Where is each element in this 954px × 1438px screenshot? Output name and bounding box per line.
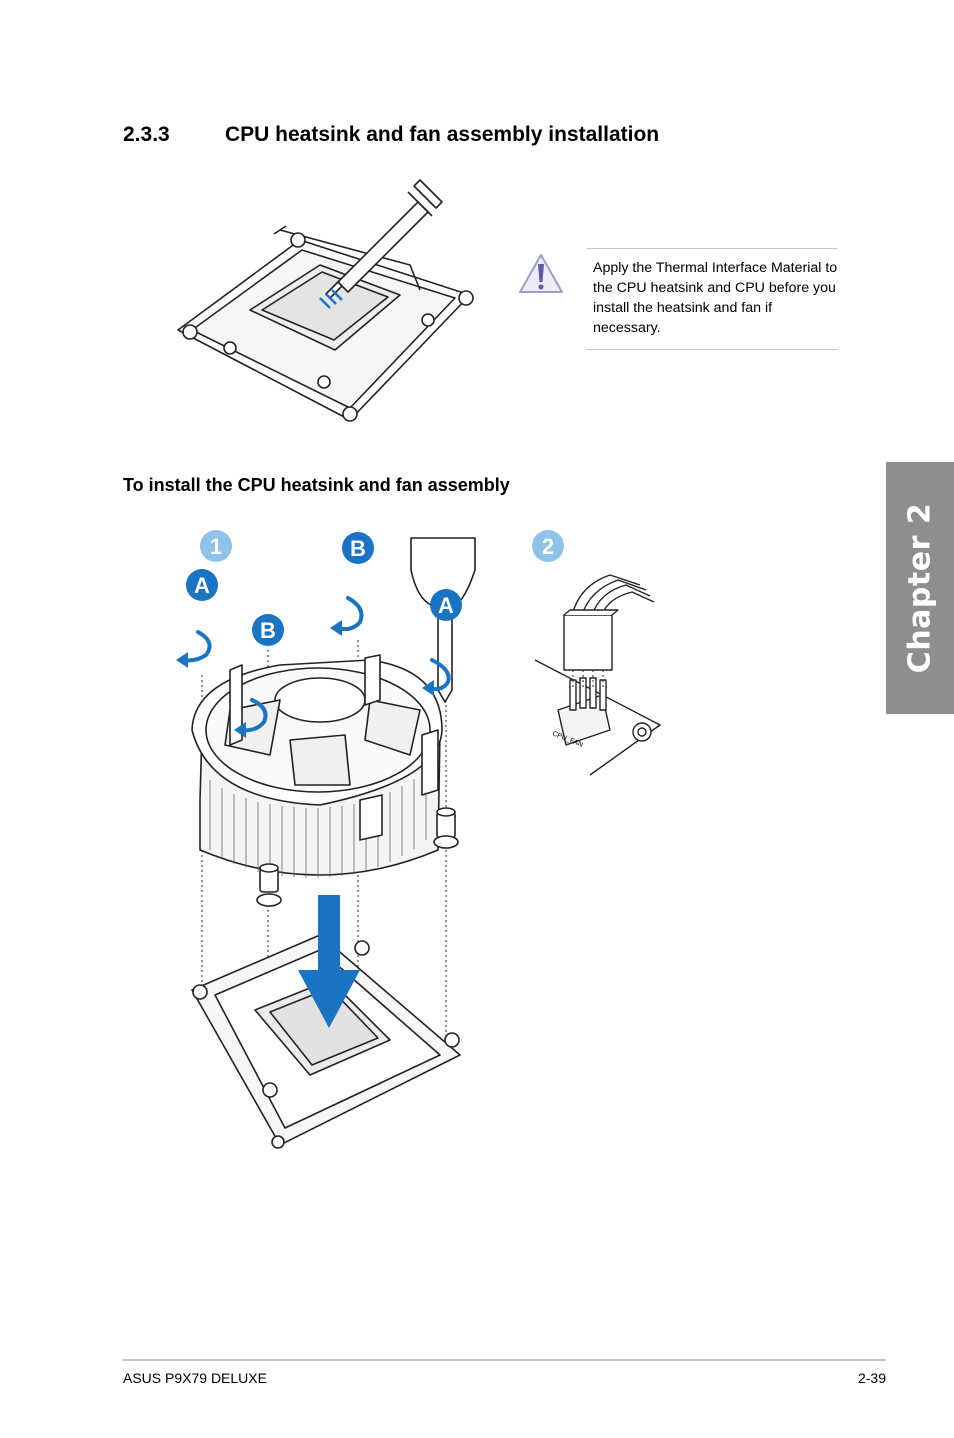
chapter-tab: Chapter 2 — [886, 462, 954, 714]
step-label-1: 1 — [210, 534, 222, 559]
procedure-heading: To install the CPU heatsink and fan asse… — [123, 475, 510, 495]
step-label-2: 2 — [542, 534, 554, 559]
chapter-label: Chapter 2 — [902, 502, 938, 674]
callout-b-top: B — [350, 536, 366, 561]
footer-rule — [123, 1359, 886, 1361]
callout-a-left: A — [194, 573, 210, 598]
thermal-paste-illustration — [177, 179, 474, 422]
footer-product-name: ASUS P9X79 DELUXE — [123, 1370, 267, 1386]
section-number: 2.3.3 — [123, 123, 170, 146]
section-title: CPU heatsink and fan assembly installati… — [225, 123, 660, 146]
fan-connector-illustration: 2 CPU_FAN — [532, 530, 661, 776]
callout-a-right: A — [438, 593, 454, 618]
note-box: Apply the Thermal Interface Material to … — [586, 248, 838, 350]
caution-icon — [519, 254, 563, 293]
note-text: Apply the Thermal Interface Material to … — [593, 260, 838, 336]
footer-page-number: 2-39 — [857, 1370, 886, 1386]
heatsink-installation-illustration: 1 A B B A — [176, 530, 476, 1149]
callout-b-middle: B — [260, 618, 276, 643]
